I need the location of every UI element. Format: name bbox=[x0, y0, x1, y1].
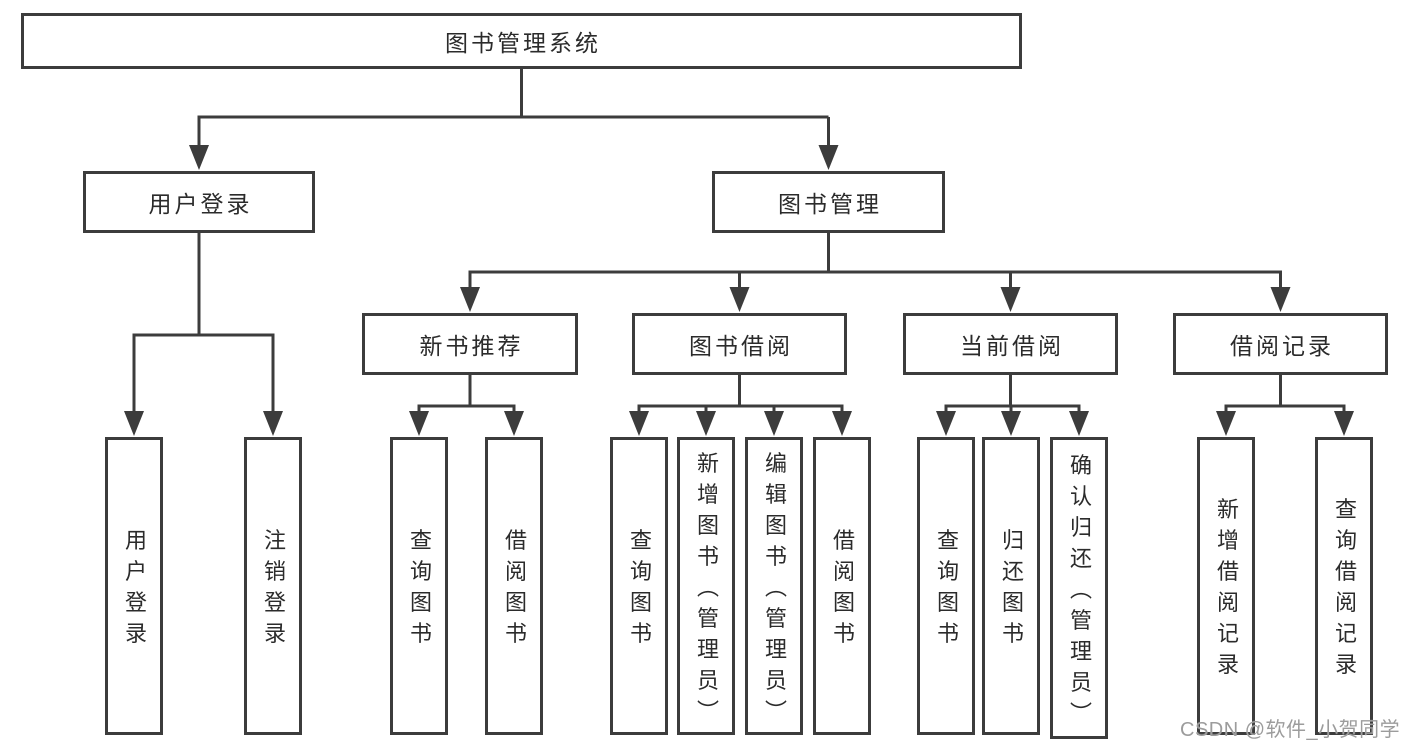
branch-new-book-recommend bbox=[417, 375, 516, 412]
node-root-label: 图书管理系统 bbox=[445, 30, 601, 56]
leaf-add-book-admin-label: 新增图书（管理员） bbox=[694, 451, 719, 730]
leaf-query-books-recommend-label: 查询图书 bbox=[407, 528, 432, 653]
leaf-query-books-current: 查询图书 bbox=[917, 437, 975, 735]
node-current-borrow-label: 当前借阅 bbox=[960, 333, 1064, 359]
node-borrow-records: 借阅记录 bbox=[1173, 313, 1388, 375]
leaf-query-books-borrow-label: 查询图书 bbox=[627, 528, 652, 653]
leaf-add-borrow-record: 新增借阅记录 bbox=[1197, 437, 1255, 735]
node-book-borrow: 图书借阅 bbox=[632, 313, 847, 375]
leaf-edit-book-admin: 编辑图书（管理员） bbox=[745, 437, 803, 735]
leaf-return-book: 归还图书 bbox=[982, 437, 1040, 735]
watermark: CSDN @软件_小贺同学 bbox=[1180, 719, 1401, 741]
branch-root bbox=[197, 69, 830, 146]
node-user-login: 用户登录 bbox=[83, 171, 315, 233]
branch-book-borrow bbox=[637, 375, 844, 412]
leaf-user-login: 用户登录 bbox=[105, 437, 163, 735]
leaf-return-book-label: 归还图书 bbox=[999, 528, 1024, 653]
branch-current-borrow bbox=[944, 375, 1081, 412]
leaf-query-books-current-label: 查询图书 bbox=[934, 528, 959, 653]
leaf-query-books-recommend: 查询图书 bbox=[390, 437, 448, 735]
leaf-query-borrow-record-label: 查询借阅记录 bbox=[1332, 497, 1357, 684]
leaf-borrow-book-recommend-label: 借阅图书 bbox=[502, 528, 527, 653]
node-new-book-recommend-label: 新书推荐 bbox=[419, 333, 524, 359]
branch-user-login bbox=[132, 233, 275, 412]
node-book-management-label: 图书管理 bbox=[778, 191, 882, 217]
leaf-logout-label: 注销登录 bbox=[261, 528, 286, 653]
node-user-login-label: 用户登录 bbox=[148, 191, 253, 217]
leaf-edit-book-admin-label: 编辑图书（管理员） bbox=[762, 451, 787, 730]
leaf-add-borrow-record-label: 新增借阅记录 bbox=[1214, 497, 1239, 684]
leaf-query-borrow-record: 查询借阅记录 bbox=[1315, 437, 1373, 735]
branch-book-management bbox=[468, 233, 1282, 288]
leaf-add-book-admin: 新增图书（管理员） bbox=[677, 437, 735, 735]
leaf-borrow-book-recommend: 借阅图书 bbox=[485, 437, 543, 735]
node-book-management: 图书管理 bbox=[712, 171, 945, 233]
leaf-borrow-book: 借阅图书 bbox=[813, 437, 871, 735]
leaf-logout: 注销登录 bbox=[244, 437, 302, 735]
leaf-query-books-borrow: 查询图书 bbox=[610, 437, 668, 735]
node-new-book-recommend: 新书推荐 bbox=[362, 313, 578, 375]
node-current-borrow: 当前借阅 bbox=[903, 313, 1118, 375]
node-borrow-records-label: 借阅记录 bbox=[1230, 333, 1334, 359]
node-root: 图书管理系统 bbox=[21, 13, 1022, 69]
branch-borrow-records bbox=[1224, 375, 1346, 412]
node-book-borrow-label: 图书借阅 bbox=[689, 333, 793, 359]
leaf-confirm-return-admin: 确认归还（管理员） bbox=[1050, 437, 1108, 739]
leaf-user-login-label: 用户登录 bbox=[122, 528, 147, 653]
leaf-borrow-book-label: 借阅图书 bbox=[830, 528, 855, 653]
leaf-confirm-return-admin-label: 确认归还（管理员） bbox=[1067, 453, 1092, 732]
arrowheads bbox=[124, 145, 1354, 436]
